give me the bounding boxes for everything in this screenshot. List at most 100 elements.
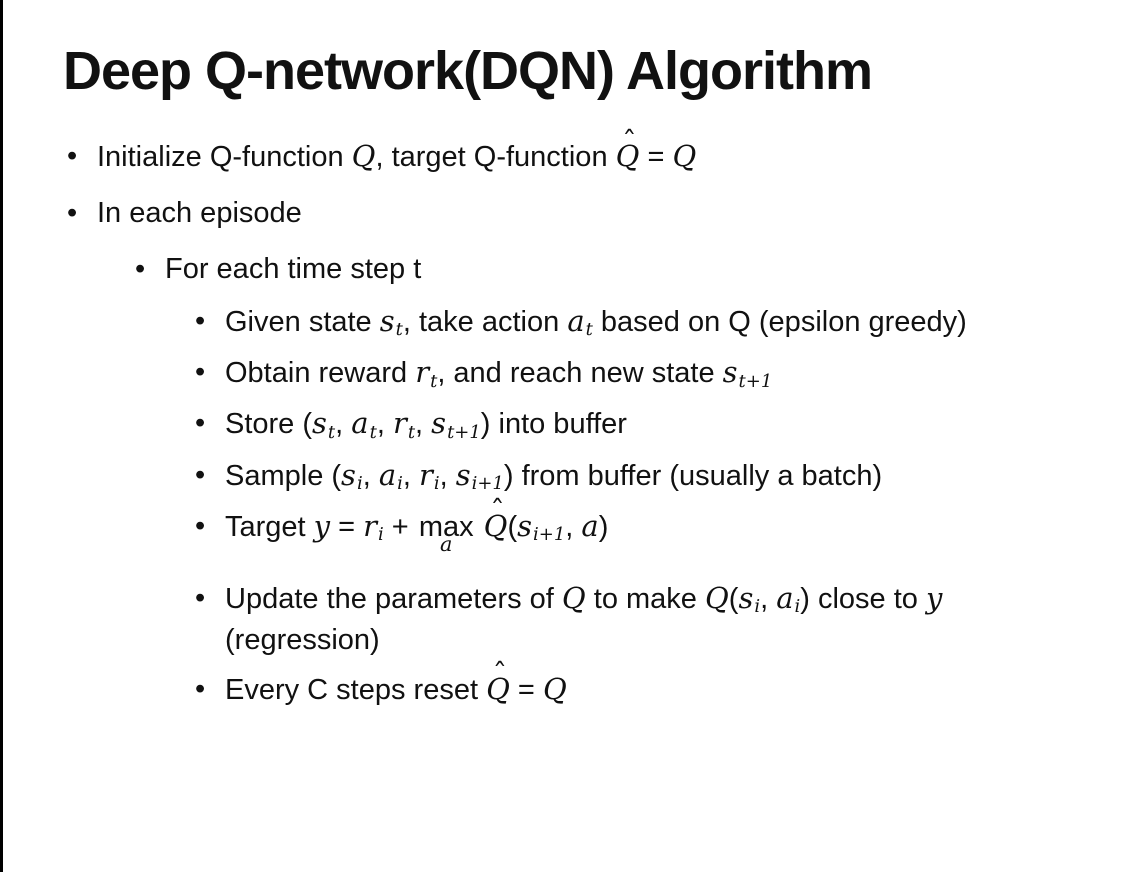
math-var: s bbox=[455, 457, 471, 492]
math-var-subscript: ri bbox=[418, 457, 440, 494]
math-subscript: i bbox=[754, 596, 761, 618]
bullet-text: Obtain reward rt, and reach new state st… bbox=[225, 355, 773, 392]
math-subscript: t bbox=[430, 370, 438, 392]
math-var: Q bbox=[672, 139, 697, 174]
hat-accent: ˆ bbox=[490, 494, 505, 529]
math-var: Q bbox=[351, 139, 376, 174]
math-subscript: i bbox=[397, 472, 403, 494]
bullet-text: In each episode bbox=[97, 197, 302, 230]
bullet-item: • Sample (si, ai, ri, si+1) from buffer (… bbox=[63, 455, 1076, 497]
math-var-subscript: st bbox=[379, 304, 403, 341]
math-var-subscript: rt bbox=[415, 355, 438, 392]
math-var: Q bbox=[615, 139, 640, 174]
bullet-marker: • bbox=[195, 458, 206, 491]
slide: Deep Q-network(DQN) Algorithm • Initializ… bbox=[3, 0, 1124, 710]
slide-title: Deep Q-network(DQN) Algorithm bbox=[63, 41, 873, 101]
math-var: s bbox=[738, 580, 754, 615]
bullet-marker: • bbox=[67, 197, 78, 230]
bullet-marker: • bbox=[195, 356, 206, 389]
math-var: Q bbox=[486, 671, 510, 706]
math-var-subscript: si+1 bbox=[455, 457, 504, 494]
math-var: a bbox=[378, 457, 397, 492]
math-var: Q bbox=[561, 580, 586, 615]
math-subscript: i+1 bbox=[533, 523, 566, 545]
bullet-item: • For each time step t bbox=[63, 249, 1076, 289]
bullet-text: Update the parameters of Q to make Q(si,… bbox=[225, 580, 943, 656]
math-var-subscript: rt bbox=[392, 406, 416, 443]
math-var: a bbox=[776, 580, 794, 615]
bullet-text: Given state st, take action at based on … bbox=[225, 304, 967, 341]
math-var-subscript: si bbox=[341, 457, 363, 494]
math-var-subscript: at bbox=[351, 406, 377, 443]
math-subscript: t bbox=[369, 421, 377, 443]
math-subscript: t bbox=[327, 421, 336, 443]
math-var: r bbox=[363, 508, 377, 543]
math-var: a bbox=[567, 304, 585, 339]
bullet-item: •Obtain reward rt, and reach new state s… bbox=[63, 352, 1076, 394]
math-var: s bbox=[379, 304, 395, 339]
hat-accent: ˆ bbox=[622, 124, 637, 159]
bullet-item: • In each episode bbox=[63, 193, 1076, 233]
math-subscript: i bbox=[433, 472, 440, 494]
bullet-text: Sample (si, ai, ri, si+1) from buffer (u… bbox=[225, 457, 883, 494]
math-var-subscript: si+1 bbox=[517, 508, 566, 545]
bullet-marker: • bbox=[135, 253, 146, 286]
bullet-marker: • bbox=[195, 407, 206, 440]
math-subscript: t bbox=[407, 421, 416, 443]
math-var: s bbox=[341, 457, 356, 492]
max-under-script: a bbox=[439, 531, 453, 556]
math-subscript: i bbox=[794, 596, 801, 618]
math-subscript: i bbox=[378, 523, 384, 545]
math-var: s bbox=[431, 406, 447, 441]
math-var: Q bbox=[542, 671, 567, 706]
math-var: Q bbox=[483, 508, 508, 543]
math-subscript: i bbox=[356, 472, 363, 494]
bullet-item: •Given state st, take action at based on… bbox=[63, 301, 1076, 343]
hat-accent: ˆ bbox=[492, 657, 508, 692]
max-operator-label: max bbox=[418, 510, 474, 543]
bullet-text: For each time step t bbox=[165, 253, 422, 286]
math-var: r bbox=[418, 457, 433, 492]
math-var: s bbox=[722, 355, 738, 390]
math-var: r bbox=[392, 406, 407, 441]
math-var-subscript: ai bbox=[776, 580, 801, 618]
math-subscript: t+1 bbox=[447, 421, 481, 443]
math-var: s bbox=[312, 406, 327, 441]
bullet-text: Store (st, at, rt, st+1) into buffer bbox=[225, 406, 627, 443]
bullet-marker: • bbox=[195, 672, 206, 705]
bullet-item: • Store (st, at, rt, st+1) into buffer bbox=[63, 403, 1076, 445]
math-var: y bbox=[313, 508, 331, 543]
math-var-subscript: ai bbox=[378, 457, 403, 494]
math-var-subscript: si bbox=[738, 580, 761, 618]
bullet-marker: • bbox=[195, 581, 206, 614]
math-subscript: t+1 bbox=[738, 370, 773, 392]
math-subscript: t bbox=[395, 319, 403, 341]
bullet-marker: • bbox=[67, 140, 78, 173]
math-var: y bbox=[925, 580, 943, 615]
bullet-item: • Initialize Q-function Q, target Q-funct… bbox=[63, 125, 1076, 177]
math-var: s bbox=[517, 508, 533, 543]
bullet-item: • Update the parameters of Q to make Q(si… bbox=[63, 578, 1076, 660]
bullet-marker: • bbox=[195, 509, 206, 542]
math-var: Q bbox=[704, 580, 729, 615]
math-var-subscript: st+1 bbox=[431, 406, 481, 443]
math-subscript: t bbox=[585, 319, 593, 341]
math-var: a bbox=[351, 406, 369, 441]
bullet-text: Initialize Q-function Q, target Q-functi… bbox=[97, 125, 1076, 177]
math-var-subscript: st bbox=[312, 406, 336, 443]
bullet-list: • Initialize Q-function Q, target Q-funct… bbox=[63, 125, 1076, 710]
math-var: a bbox=[581, 508, 599, 543]
math-var-subscript: ri bbox=[363, 508, 384, 545]
math-subscript: i+1 bbox=[471, 472, 504, 494]
math-var-subscript: at bbox=[567, 304, 593, 341]
math-var-subscript: st+1 bbox=[722, 355, 773, 392]
bullet-marker: • bbox=[195, 305, 206, 338]
